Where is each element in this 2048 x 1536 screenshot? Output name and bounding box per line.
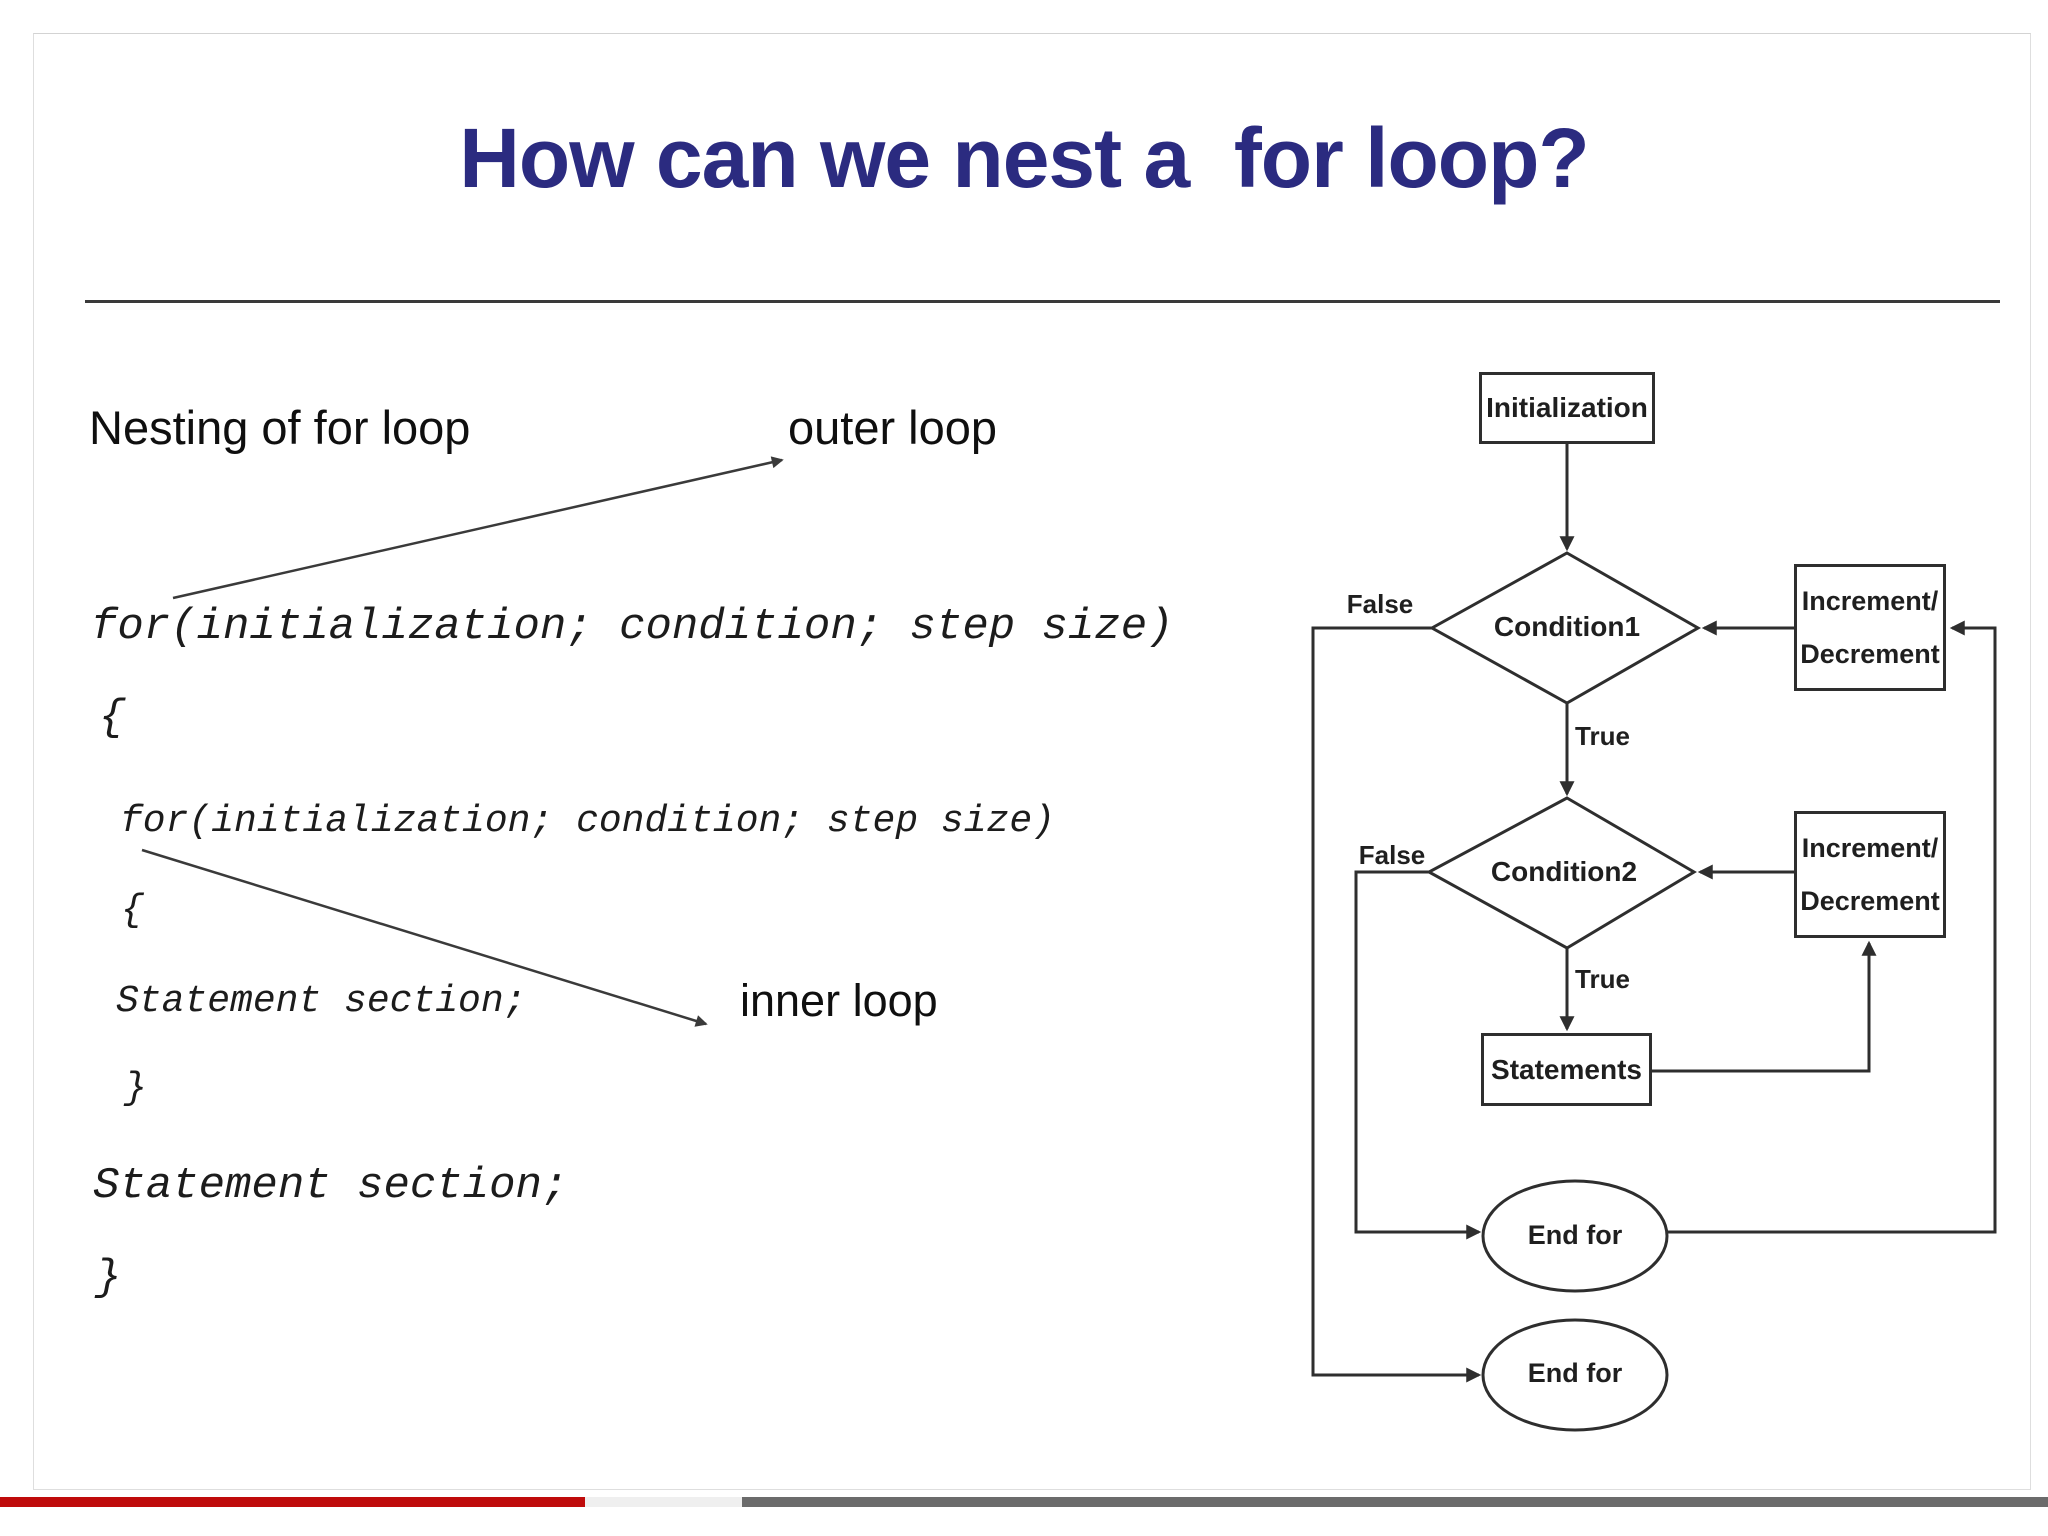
code-outer-statement-line: Statement section; <box>93 1161 569 1211</box>
inner-loop-label: inner loop <box>740 975 938 1026</box>
title-divider-line <box>85 300 2000 303</box>
code-outer-for-line: for(initialization; condition; step size… <box>91 602 1174 652</box>
code-inner-statement-line: Statement section; <box>116 980 527 1023</box>
increment-decrement-box-inner: Increment/ Decrement <box>1794 811 1946 938</box>
page-title: How can we nest a for loop? <box>459 111 1589 205</box>
code-outer-close-brace: } <box>95 1253 122 1303</box>
condition1-label: Condition1 <box>1493 611 1641 642</box>
end-for-inner-label: End for <box>1527 1220 1623 1250</box>
condition2-false-label: False <box>1358 840 1426 870</box>
decrement-label: Decrement <box>1800 885 1940 916</box>
code-inner-close-brace: } <box>124 1067 147 1110</box>
nesting-of-for-loop-label: Nesting of for loop <box>89 401 471 454</box>
outer-loop-label: outer loop <box>788 401 998 454</box>
decrement-label: Decrement <box>1800 638 1940 669</box>
progress-remaining-segment[interactable] <box>742 1497 2048 1507</box>
code-outer-open-brace: { <box>99 693 126 743</box>
increment-label: Increment/ <box>1801 832 1939 863</box>
condition1-true-label: True <box>1575 721 1630 751</box>
increment-label: Increment/ <box>1801 585 1939 616</box>
end-for-outer-label: End for <box>1527 1358 1623 1388</box>
code-inner-open-brace: { <box>121 889 144 932</box>
condition2-label: Condition2 <box>1490 856 1638 887</box>
slide-frame <box>33 33 2031 1490</box>
statements-box: Statements <box>1481 1033 1652 1106</box>
initialization-box: Initialization <box>1479 372 1655 444</box>
condition1-false-label: False <box>1346 589 1414 619</box>
code-inner-for-line: for(initialization; condition; step size… <box>120 800 1055 843</box>
increment-decrement-box-outer: Increment/ Decrement <box>1794 564 1946 691</box>
condition2-true-label: True <box>1575 964 1630 994</box>
progress-gap-segment[interactable] <box>585 1497 742 1507</box>
progress-played-segment[interactable] <box>0 1497 585 1507</box>
video-progress-bar[interactable] <box>0 1497 2048 1507</box>
